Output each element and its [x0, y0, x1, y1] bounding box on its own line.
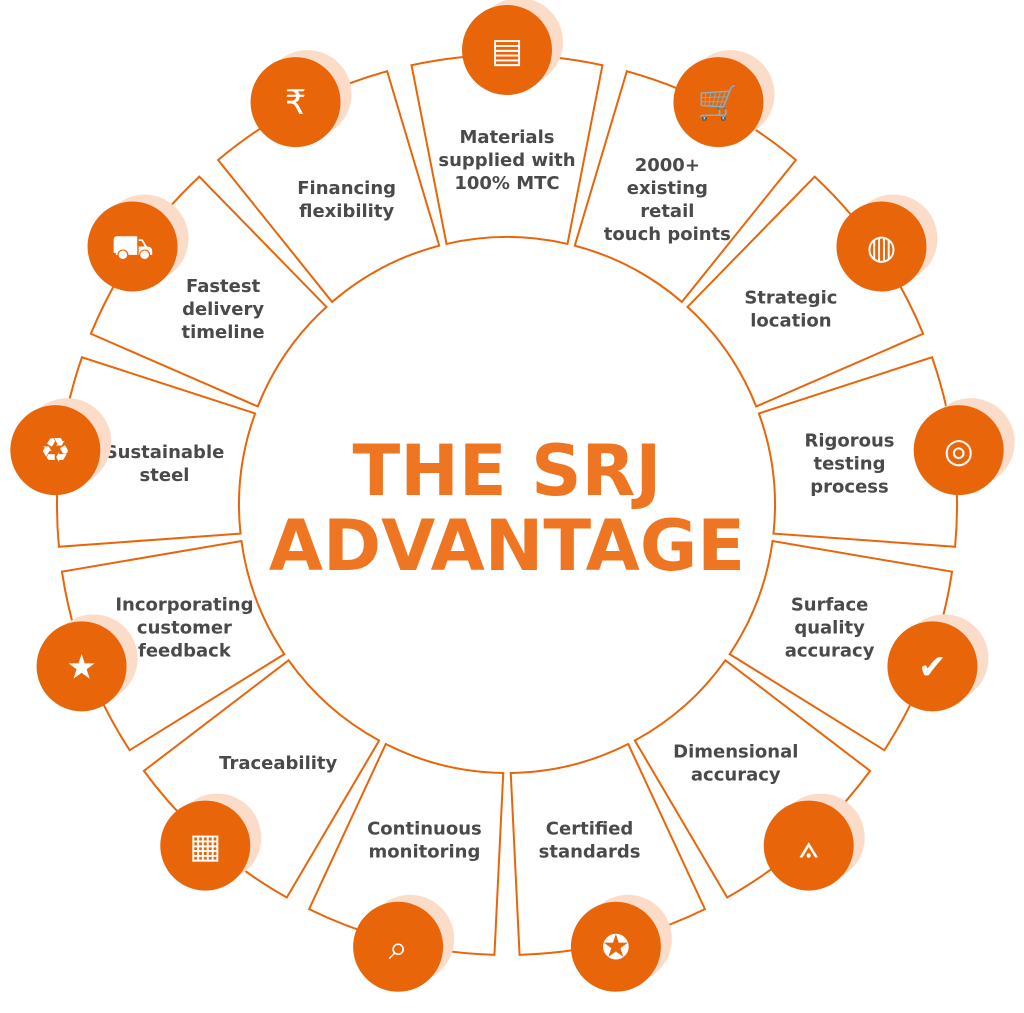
segment-label: monitoring — [369, 841, 481, 862]
segment-label: Financing — [297, 178, 396, 199]
segment-label: Dimensional — [673, 742, 798, 763]
rupee-hand-icon: ₹ — [250, 50, 352, 148]
segment-label: 2000+ — [635, 155, 700, 176]
svg-text:₹: ₹ — [285, 83, 307, 123]
monitor-search-icon: ⌕ — [353, 894, 455, 992]
quality-check-icon: ✔ — [887, 614, 989, 712]
segment-label: Certified — [546, 818, 634, 839]
segment-label: Rigorous — [804, 430, 894, 451]
segment-label: Traceability — [219, 753, 337, 774]
boxes-check-icon: ▦ — [160, 793, 262, 891]
svg-text:◍: ◍ — [867, 228, 897, 268]
segment-label: standards — [539, 841, 641, 862]
svg-text:✪: ✪ — [602, 928, 631, 968]
svg-text:★: ★ — [66, 647, 96, 687]
segment-label: delivery — [182, 299, 264, 320]
segment-8: Traceability — [142, 658, 381, 899]
segment-label: accuracy — [785, 640, 875, 661]
svg-text:◎: ◎ — [944, 431, 974, 471]
award-badge-icon: ✪ — [570, 894, 672, 992]
segment-label: Surface — [791, 594, 869, 615]
segment-label: touch points — [604, 224, 731, 245]
segment-label: retail — [640, 201, 694, 222]
segment-label: Materials — [460, 127, 555, 148]
segment-label: Incorporating — [115, 594, 253, 615]
segment-label: Fastest — [186, 276, 261, 297]
segment-label: accuracy — [691, 765, 781, 786]
svg-text:▦: ▦ — [189, 827, 221, 867]
svg-text:🛒: 🛒 — [697, 83, 739, 123]
segment-label: existing — [627, 178, 708, 199]
customer-rating-icon: ★ — [36, 614, 138, 712]
segment-label: 100% MTC — [454, 173, 559, 194]
segment-label: Sustainable — [105, 442, 225, 463]
segment-label: flexibility — [299, 201, 394, 222]
title-line-2: ADVANTAGE — [269, 505, 745, 587]
title-line-1: THE SRJ — [353, 430, 662, 512]
segment-label: feedback — [138, 640, 232, 661]
segment-label: Continuous — [367, 818, 482, 839]
svg-text:⛟: ⛟ — [111, 228, 154, 268]
svg-text:✔: ✔ — [918, 647, 947, 687]
segment-label: process — [810, 476, 888, 497]
segment-label: customer — [137, 617, 232, 638]
target-test-icon: ◎ — [913, 398, 1015, 496]
certificate-icon: ▤ — [462, 0, 563, 95]
segment-label: quality — [794, 617, 865, 638]
segment-label: steel — [140, 465, 190, 486]
svg-text:▤: ▤ — [491, 31, 523, 71]
segment-label: timeline — [182, 322, 265, 343]
delivery-truck-icon: ⛟ — [87, 194, 189, 292]
svg-text:⌕: ⌕ — [389, 928, 408, 968]
svg-text:⟑: ⟑ — [798, 827, 819, 867]
globe-location-icon: ◍ — [836, 194, 938, 292]
compass-icon: ⟑ — [763, 793, 865, 891]
segment-label: Strategic — [744, 288, 837, 309]
leaf-recycle-icon: ♻ — [10, 398, 112, 496]
svg-text:♻: ♻ — [40, 431, 70, 471]
segment-label: supplied with — [438, 150, 575, 171]
segment-label: location — [750, 311, 831, 332]
segment-label: testing — [813, 453, 885, 474]
shopping-cart-globe-icon: 🛒 — [673, 50, 775, 148]
